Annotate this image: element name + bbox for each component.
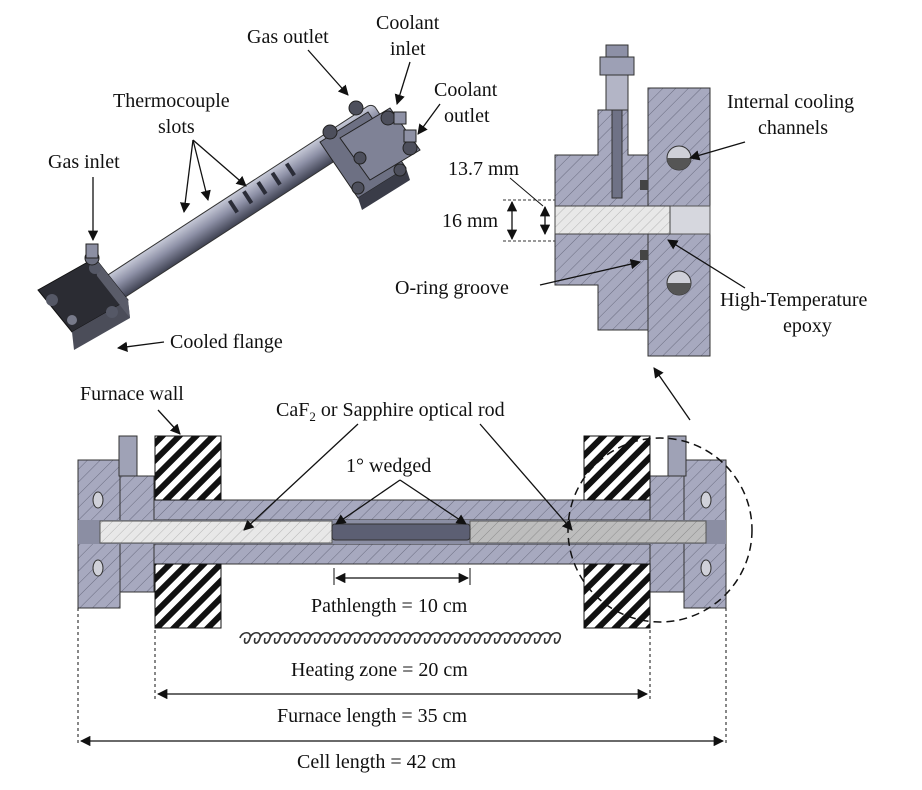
leader-wedged-left xyxy=(335,479,401,525)
section-rod-left xyxy=(99,520,333,544)
furnace-block-bottom-right xyxy=(583,563,651,629)
section-view: Furnace wall CaF2 or Sapphire optical ro… xyxy=(77,383,753,773)
label-ht-epoxy-2: epoxy xyxy=(783,315,832,337)
detail-gas-channel xyxy=(611,109,623,199)
detail-bore xyxy=(669,205,711,235)
label-pathlength: Pathlength = 10 cm xyxy=(311,595,468,617)
thermocouple-slot xyxy=(256,181,268,195)
section-gas-path xyxy=(331,523,471,541)
oring-groove-mark xyxy=(640,180,648,190)
leader-cooled-flange xyxy=(116,341,165,352)
heating-coil xyxy=(239,631,562,645)
label-optical-rod: CaF2 or Sapphire optical rod xyxy=(276,399,505,424)
label-16mm: 16 mm xyxy=(442,210,499,232)
iso-right-flange xyxy=(319,100,421,210)
leader-wedged-right xyxy=(399,479,467,525)
label-cooled-flange: Cooled flange xyxy=(170,331,283,353)
leader-rod-left xyxy=(243,423,359,531)
detail-view: 13.7 mm 16 mm Internal cooling channels … xyxy=(395,44,868,357)
iso-left-flange xyxy=(37,243,130,350)
label-internal-cooling-2: channels xyxy=(758,117,828,139)
label-internal-cooling-1: Internal cooling xyxy=(727,91,854,113)
leader-thermocouple-2 xyxy=(192,139,211,202)
flange-hole xyxy=(92,559,104,577)
detail-callout-arrow xyxy=(653,367,691,421)
label-furnace-length: Furnace length = 35 cm xyxy=(277,705,468,727)
label-gas-inlet: Gas inlet xyxy=(48,151,120,173)
section-fitting-right xyxy=(667,435,687,477)
detail-fitting-top xyxy=(605,44,629,58)
section-tube-wall-top xyxy=(153,499,651,521)
label-thermocouple-1: Thermocouple xyxy=(113,90,230,112)
thermocouple-slot xyxy=(227,199,239,214)
furnace-block-bottom-left xyxy=(154,563,222,629)
leader-oring xyxy=(539,259,642,286)
thermocouple-slot xyxy=(284,162,296,177)
label-furnace-wall: Furnace wall xyxy=(80,383,184,405)
flange-hole xyxy=(700,559,712,577)
label-coolant-inlet-1: Coolant xyxy=(376,12,440,34)
leader-coolant-inlet xyxy=(394,61,411,105)
leader-thermocouple-3 xyxy=(192,139,247,187)
leader-13-7 xyxy=(509,177,544,207)
leader-coolant-outlet xyxy=(417,103,441,135)
label-coolant-outlet-1: Coolant xyxy=(434,79,498,101)
thermocouple-slot xyxy=(242,190,254,205)
label-coolant-outlet-2: outlet xyxy=(444,105,490,127)
flange-hole xyxy=(700,491,712,509)
leader-ht-epoxy xyxy=(667,239,746,289)
leader-rod-right xyxy=(479,423,573,531)
furnace-block-top-left xyxy=(154,435,222,501)
label-cell-length: Cell length = 42 cm xyxy=(297,751,456,773)
label-thermocouple-2: slots xyxy=(158,116,195,138)
oring-groove-mark xyxy=(640,250,648,260)
cooling-channel-lower-shade xyxy=(667,283,691,295)
thermocouple-slot xyxy=(270,171,282,186)
flange-hole xyxy=(92,491,104,509)
iso-labels: Gas outlet Coolant inlet Coolant outlet … xyxy=(48,12,498,353)
leader-thermocouple-1 xyxy=(180,139,194,214)
iso-assembly xyxy=(37,100,421,350)
section-rod-right xyxy=(469,520,707,544)
detail-optical-rod xyxy=(554,205,671,235)
label-gas-outlet: Gas outlet xyxy=(247,26,329,48)
label-heating-zone: Heating zone = 20 cm xyxy=(291,659,468,681)
furnace-block-top-right xyxy=(583,435,651,501)
detail-fitting-nut xyxy=(599,56,635,76)
label-13-7mm: 13.7 mm xyxy=(448,158,520,180)
detail-fitting-body xyxy=(605,74,629,111)
label-ht-epoxy-1: High-Temperature xyxy=(720,289,868,311)
leader-internal-cooling xyxy=(689,141,746,161)
label-wedged: 1° wedged xyxy=(346,455,431,477)
cooling-channel-upper-shade xyxy=(667,158,691,170)
leader-furnace-wall xyxy=(157,409,181,435)
label-oring-groove: O-ring groove xyxy=(395,277,509,299)
label-coolant-inlet-2: inlet xyxy=(390,38,426,60)
section-fitting-left xyxy=(118,435,138,477)
leader-gas-outlet xyxy=(307,49,349,96)
section-tube-wall-bottom xyxy=(153,543,651,565)
